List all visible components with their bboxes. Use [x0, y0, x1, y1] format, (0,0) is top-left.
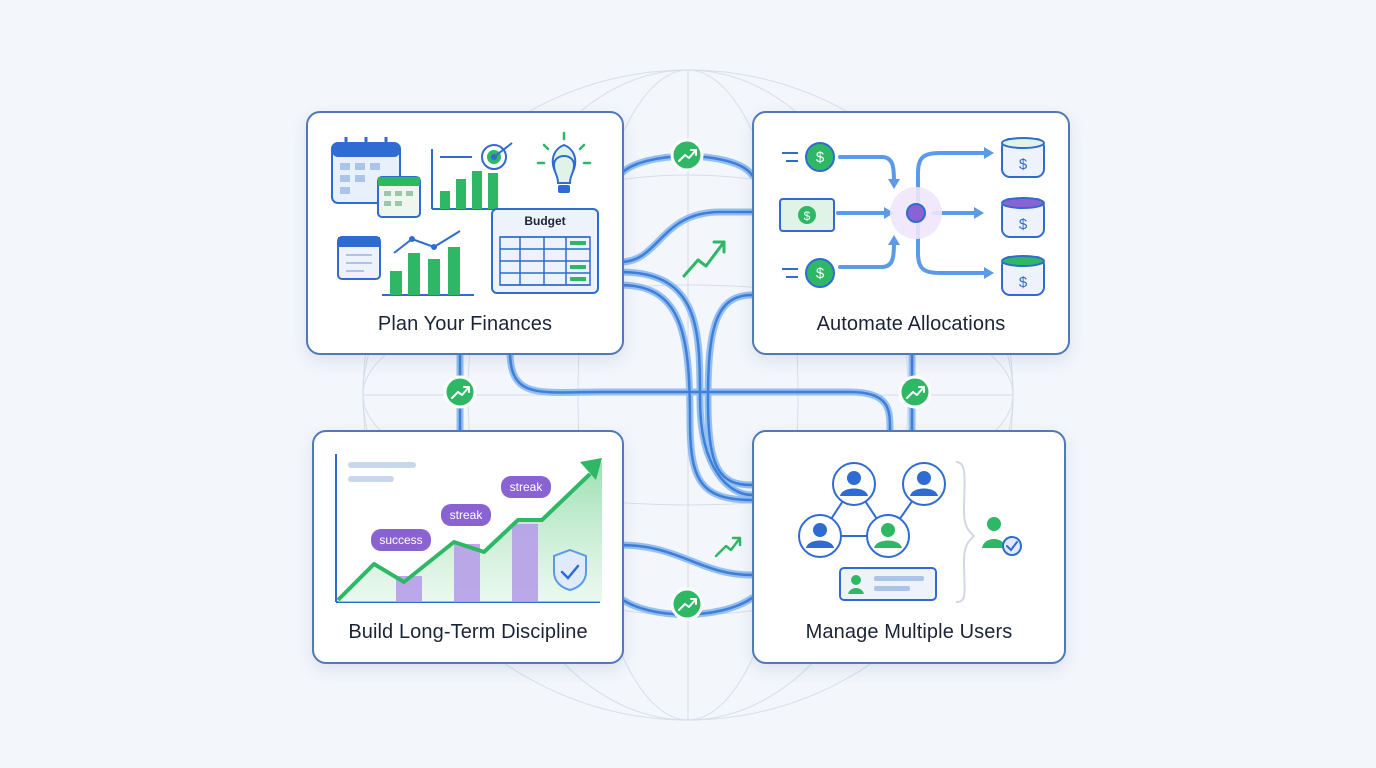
jar-green-icon: $	[1001, 255, 1045, 296]
discipline-illustration	[335, 454, 602, 603]
card-automate-allocations: $ $ $ $ $ $	[752, 111, 1070, 355]
svg-text:$: $	[1019, 156, 1028, 173]
automate-card-title: Automate Allocations	[816, 313, 1006, 335]
budget-sheet-label: Budget	[524, 214, 566, 228]
svg-text:$: $	[804, 209, 811, 223]
tag-streak-1: streak	[449, 508, 483, 522]
growth-badge-left	[443, 375, 477, 409]
trend-up-icon	[682, 240, 742, 558]
allocation-hub-icon	[890, 187, 942, 239]
banknote-icon: $	[779, 198, 835, 232]
user-check-icon	[982, 517, 1022, 556]
card-plan-finances: Budget Plan Your Finances	[306, 111, 624, 355]
svg-text:$: $	[1019, 216, 1028, 233]
tag-streak-2: streak	[509, 480, 543, 494]
growth-line	[336, 472, 592, 602]
target-icon	[481, 142, 513, 170]
dollar-coin-bottom-icon: $	[782, 258, 835, 288]
plan-illustration	[331, 131, 599, 296]
svg-text:$: $	[816, 265, 825, 282]
users-card-title: Manage Multiple Users	[805, 621, 1013, 643]
calendar-bottom-icon	[337, 236, 381, 280]
connector-highlights	[458, 155, 914, 616]
plan-card-title: Plan Your Finances	[377, 313, 553, 335]
shield-check-icon	[553, 548, 587, 592]
growth-badge-right	[898, 375, 932, 409]
growth-badge-bottom	[670, 587, 704, 621]
growth-badge-top	[670, 138, 704, 172]
jar-purple-icon: $	[1001, 197, 1045, 238]
id-card-icon	[839, 567, 937, 601]
calendar-icon	[331, 137, 401, 204]
jar-icon: $	[1001, 137, 1045, 178]
flow-arrows	[836, 151, 988, 275]
calendar-small-icon	[377, 176, 421, 218]
users-illustration	[798, 461, 1022, 603]
card-build-discipline: success streak streak Build Long-Term Di…	[312, 430, 624, 664]
dollar-coin-icon: $	[782, 142, 835, 172]
user-network-icon	[798, 462, 946, 558]
tag-success: success	[379, 533, 423, 547]
budget-sheet-icon	[491, 208, 599, 294]
arrow-heads	[884, 147, 994, 279]
svg-text:$: $	[1019, 274, 1028, 291]
card-manage-users: Manage Multiple Users	[752, 430, 1066, 664]
discipline-card-title: Build Long-Term Discipline	[348, 621, 588, 643]
growth-chart-icon	[382, 230, 474, 296]
bar-chart-icon	[431, 149, 504, 210]
automate-illustration: $ $ $ $ $ $	[779, 137, 1045, 296]
svg-text:$: $	[816, 149, 825, 166]
lightbulb-icon	[536, 131, 592, 193]
bracket-divider	[955, 461, 976, 603]
